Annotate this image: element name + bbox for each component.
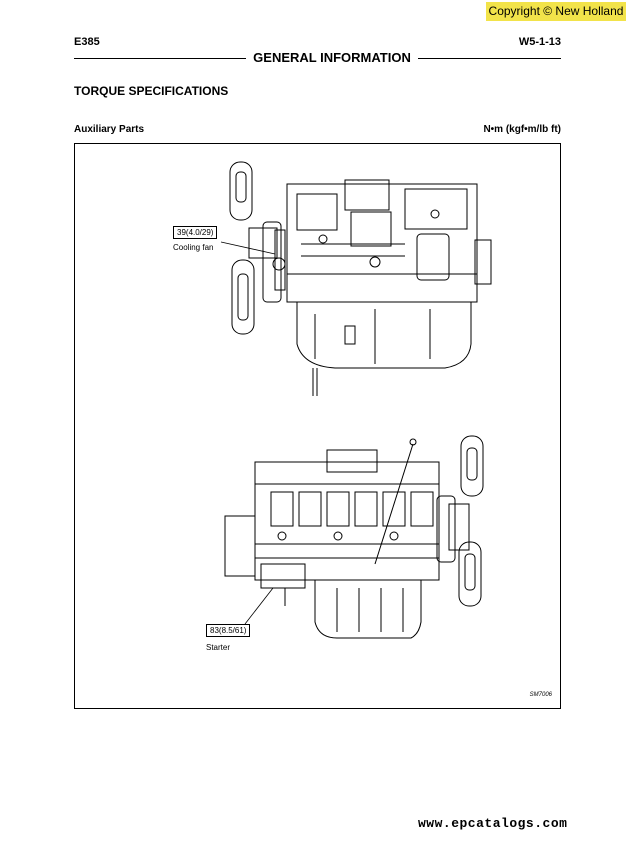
bottom-engine-drawing: [224, 435, 484, 639]
starter-callout: 83(8.5/61) Starter: [206, 624, 251, 652]
copyright-watermark: Copyright © New Holland: [486, 2, 626, 21]
header-rule-right: [418, 58, 561, 59]
header-rule-left: [74, 58, 246, 59]
engine-figure: 39(4.0/29) Cooling fan 83(8.5/61) Starte…: [74, 143, 561, 709]
starter-label: Starter: [206, 643, 231, 652]
section-title: GENERAL INFORMATION: [253, 50, 411, 65]
units-label: N•m (kgf•m/lb ft): [483, 124, 561, 135]
cooling-fan-leader: [220, 241, 276, 255]
figure-id: SM7006: [529, 692, 552, 698]
cooling-fan-torque: 39(4.0/29): [173, 226, 218, 239]
starter-leader: [244, 587, 274, 625]
page-heading: TORQUE SPECIFICATIONS: [74, 84, 229, 98]
footer-url: www.epcatalogs.com: [418, 816, 568, 831]
top-engine-drawing: [229, 161, 492, 396]
subheading: Auxiliary Parts: [74, 124, 145, 135]
cooling-fan-label: Cooling fan: [173, 243, 214, 252]
starter-torque: 83(8.5/61): [206, 624, 251, 637]
engine-illustration: [220, 161, 492, 639]
page-number: W5-1-13: [518, 36, 561, 48]
cooling-fan-callout: 39(4.0/29) Cooling fan: [173, 226, 218, 252]
model-label: E385: [74, 36, 100, 48]
